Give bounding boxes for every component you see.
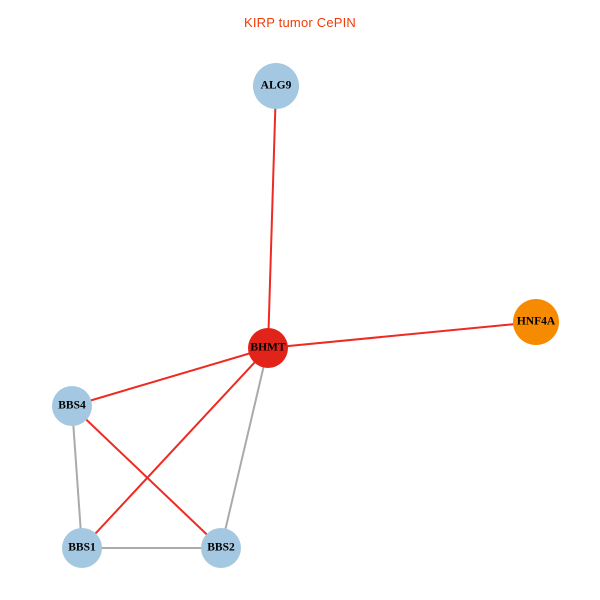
node-bbs1[interactable] (62, 528, 102, 568)
edge-bhmt-bbs4 (71, 347, 269, 407)
node-alg9[interactable] (253, 63, 299, 109)
edge-bbs4-bbs1 (71, 405, 83, 549)
node-bhmt[interactable] (248, 328, 288, 368)
node-layer (52, 63, 559, 568)
page-title: KIRP tumor CePIN (243, 15, 357, 30)
node-bbs2[interactable] (201, 528, 241, 568)
node-hnf4a[interactable] (513, 299, 559, 345)
node-bbs4[interactable] (52, 386, 92, 426)
edge-bbs4-bbs2 (71, 405, 222, 549)
edge-bhmt-bbs1 (81, 347, 269, 549)
edge-bhmt-hnf4a (267, 321, 537, 349)
edge-layer (71, 85, 537, 549)
edge-alg9-bhmt (267, 85, 277, 349)
edge-bhmt-bbs2 (220, 347, 269, 549)
